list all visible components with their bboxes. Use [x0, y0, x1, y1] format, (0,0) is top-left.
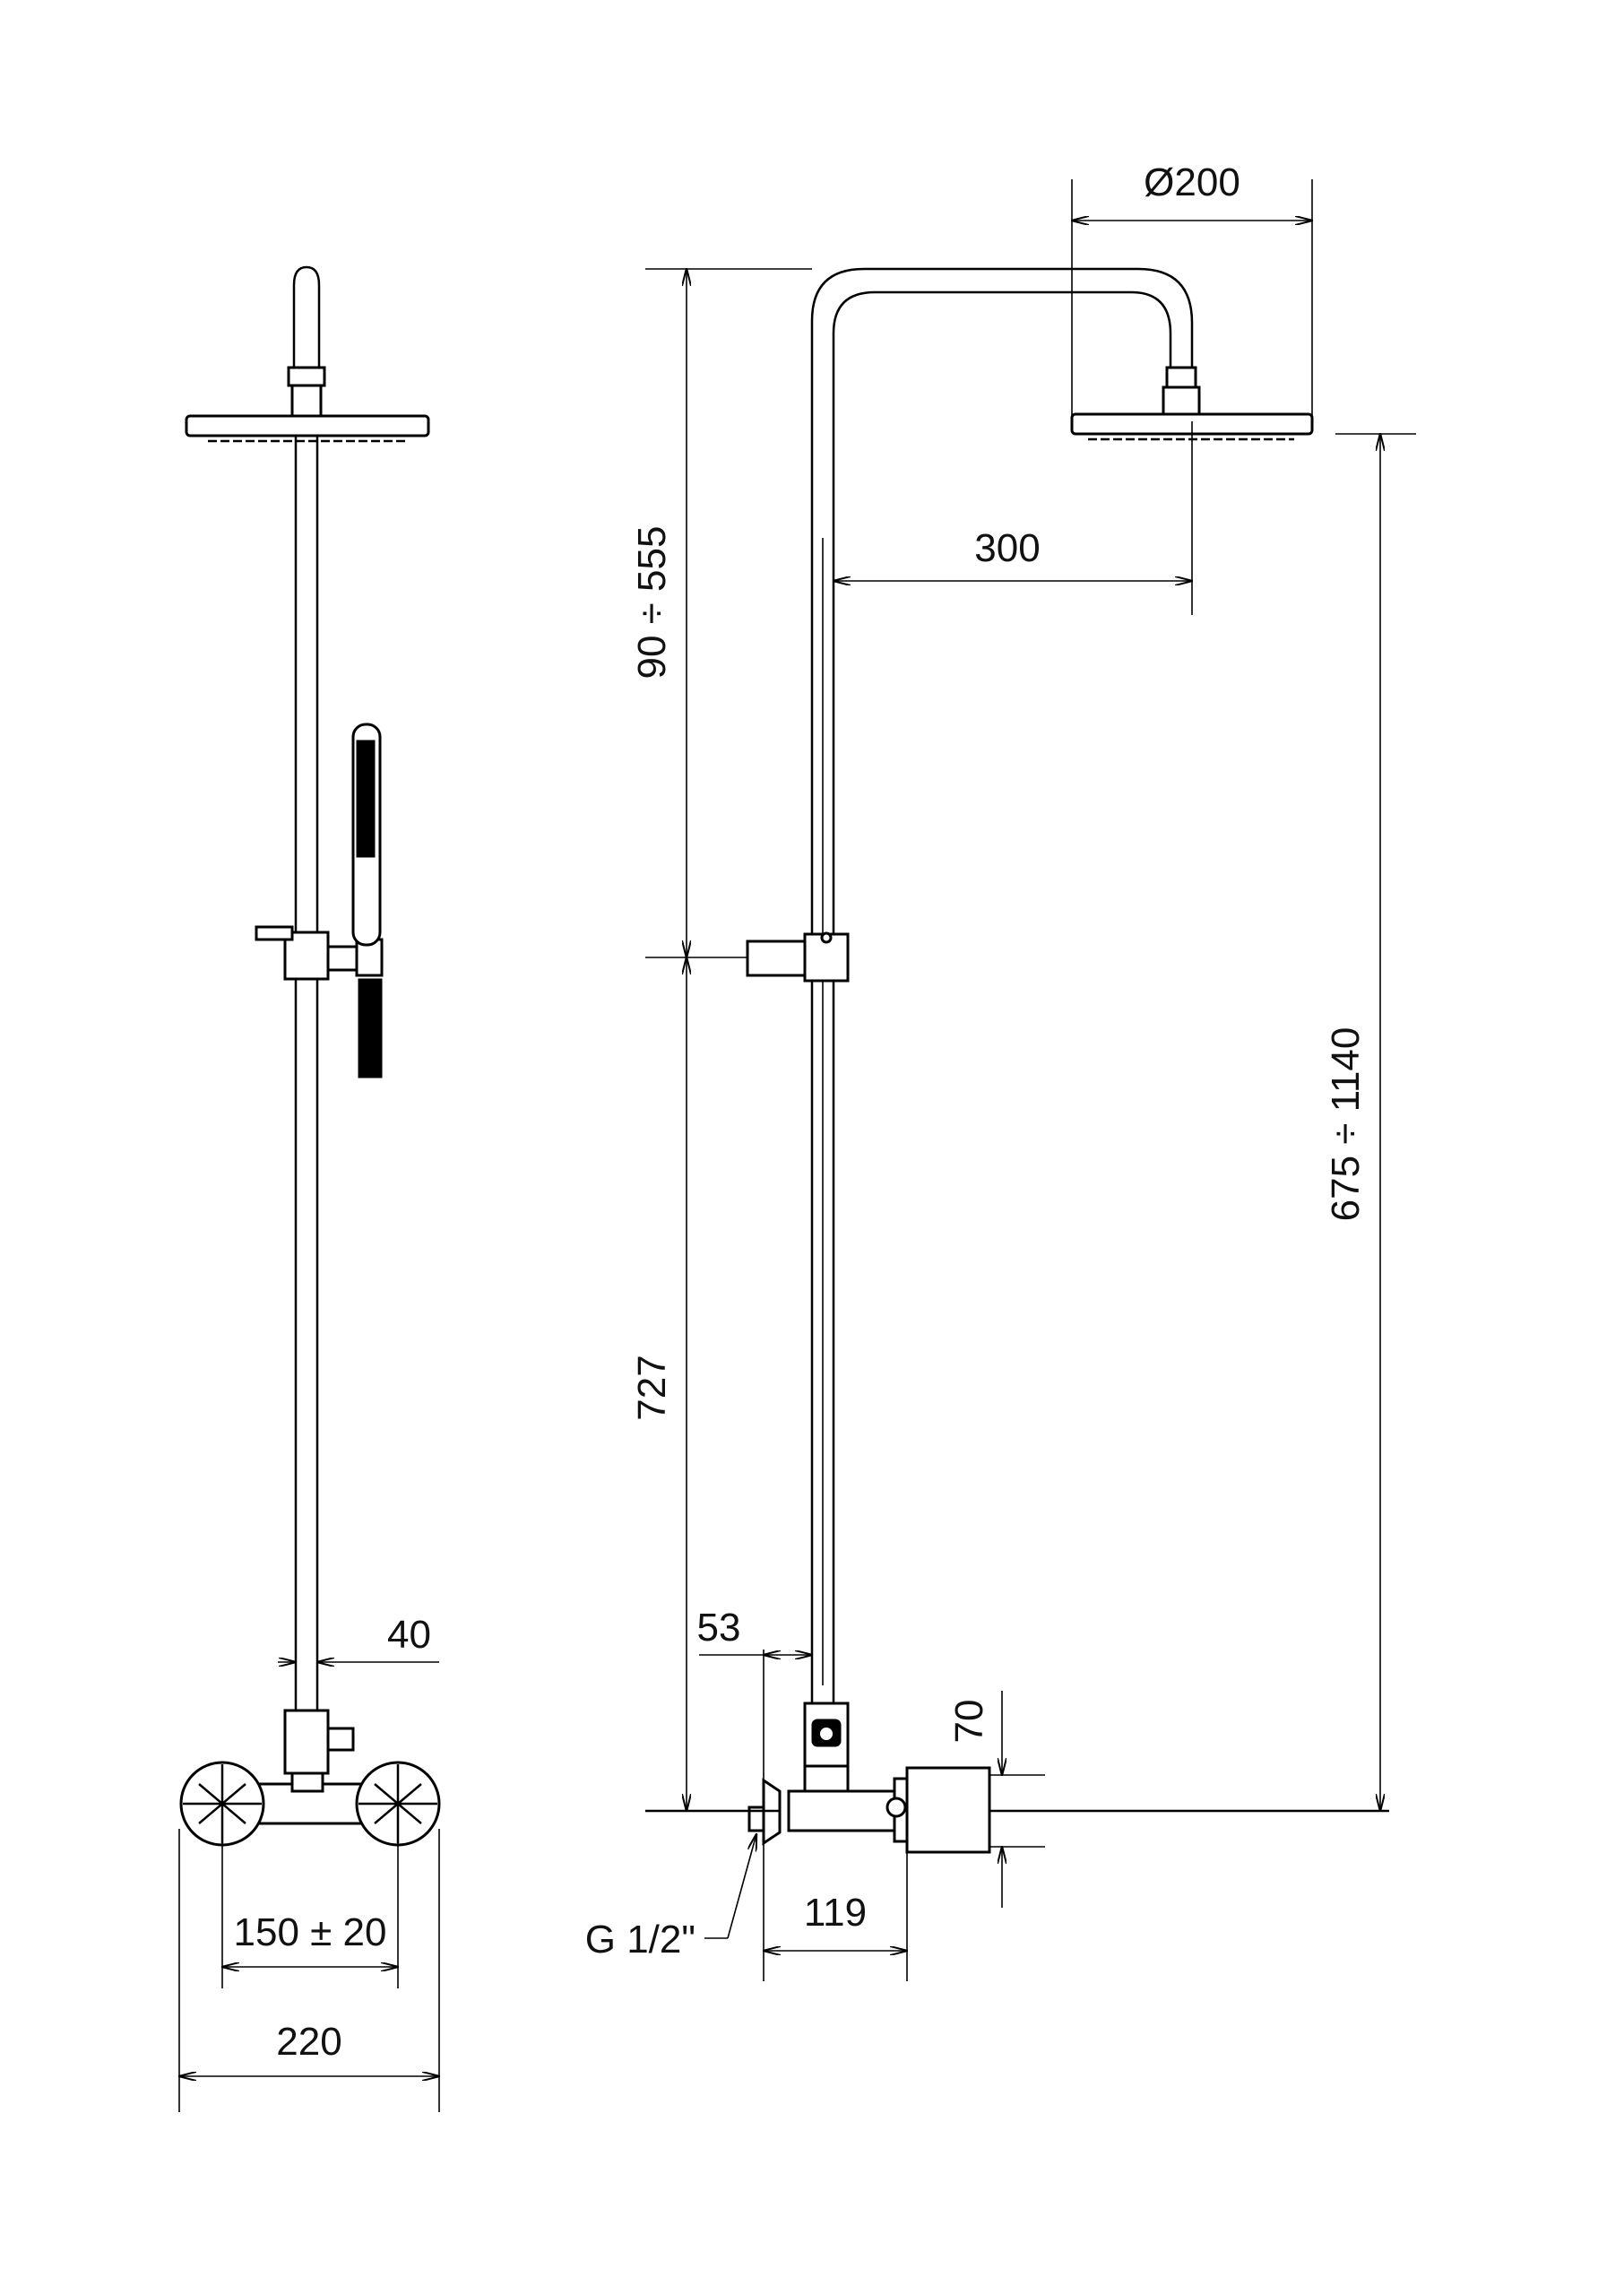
head-diameter-label: Ø200: [1144, 160, 1240, 204]
side-column-inner: [832, 290, 1172, 1795]
side-handle: [905, 1766, 991, 1854]
front-handle-left-cross: [183, 1764, 262, 1843]
front-arm-joint: [290, 384, 323, 418]
front-arm-nut: [287, 366, 326, 387]
front-slider-arm: [326, 945, 358, 972]
upper-range-label: 90 ÷ 555: [630, 526, 674, 680]
front-view: [179, 265, 441, 1847]
overall-width-label: 220: [276, 2020, 341, 2064]
arm-reach-label: 300: [974, 526, 1040, 570]
side-column-outer: [810, 267, 1194, 1795]
side-head-nut: [1165, 366, 1197, 389]
side-holder: [746, 940, 807, 977]
side-inlet: [747, 1806, 765, 1832]
lower-height-label: 727: [630, 1355, 674, 1420]
side-mixer-body: [787, 1789, 896, 1832]
wall-offset-label: 53: [697, 1606, 741, 1650]
side-diverter-center: [820, 1728, 833, 1740]
mixer-height-label: 70: [947, 1700, 991, 1744]
front-arm: [292, 265, 321, 368]
front-dimensions: 40 150 ± 20 220: [179, 1613, 439, 2112]
front-diverter-knob: [326, 1727, 355, 1752]
side-mixer-neck: [803, 1764, 850, 1793]
inlet-thread-label: G 1/2": [585, 1918, 695, 1962]
side-dimensions: Ø200 300 90 ÷ 555 727 675 ÷ 1140 53 70: [585, 160, 1416, 1981]
front-shower-head: [185, 414, 430, 437]
tube-diameter-label: 40: [387, 1613, 431, 1657]
side-head-joint: [1162, 385, 1201, 416]
side-view: [746, 267, 1314, 1854]
front-handle-right-cross: [358, 1764, 437, 1843]
front-slider-lever: [255, 925, 294, 941]
overall-range-label: 675 ÷ 1140: [1324, 1027, 1368, 1222]
side-slider-screw: [820, 931, 833, 944]
mixer-depth-label: 119: [804, 1891, 867, 1935]
front-diverter: [283, 1709, 330, 1775]
centers-label: 150 ± 20: [234, 1910, 387, 1954]
front-hose: [358, 978, 383, 1078]
side-handle-pin: [885, 1797, 907, 1818]
front-hand-shower-grille: [356, 740, 376, 858]
front-mixer-neck: [290, 1771, 324, 1793]
